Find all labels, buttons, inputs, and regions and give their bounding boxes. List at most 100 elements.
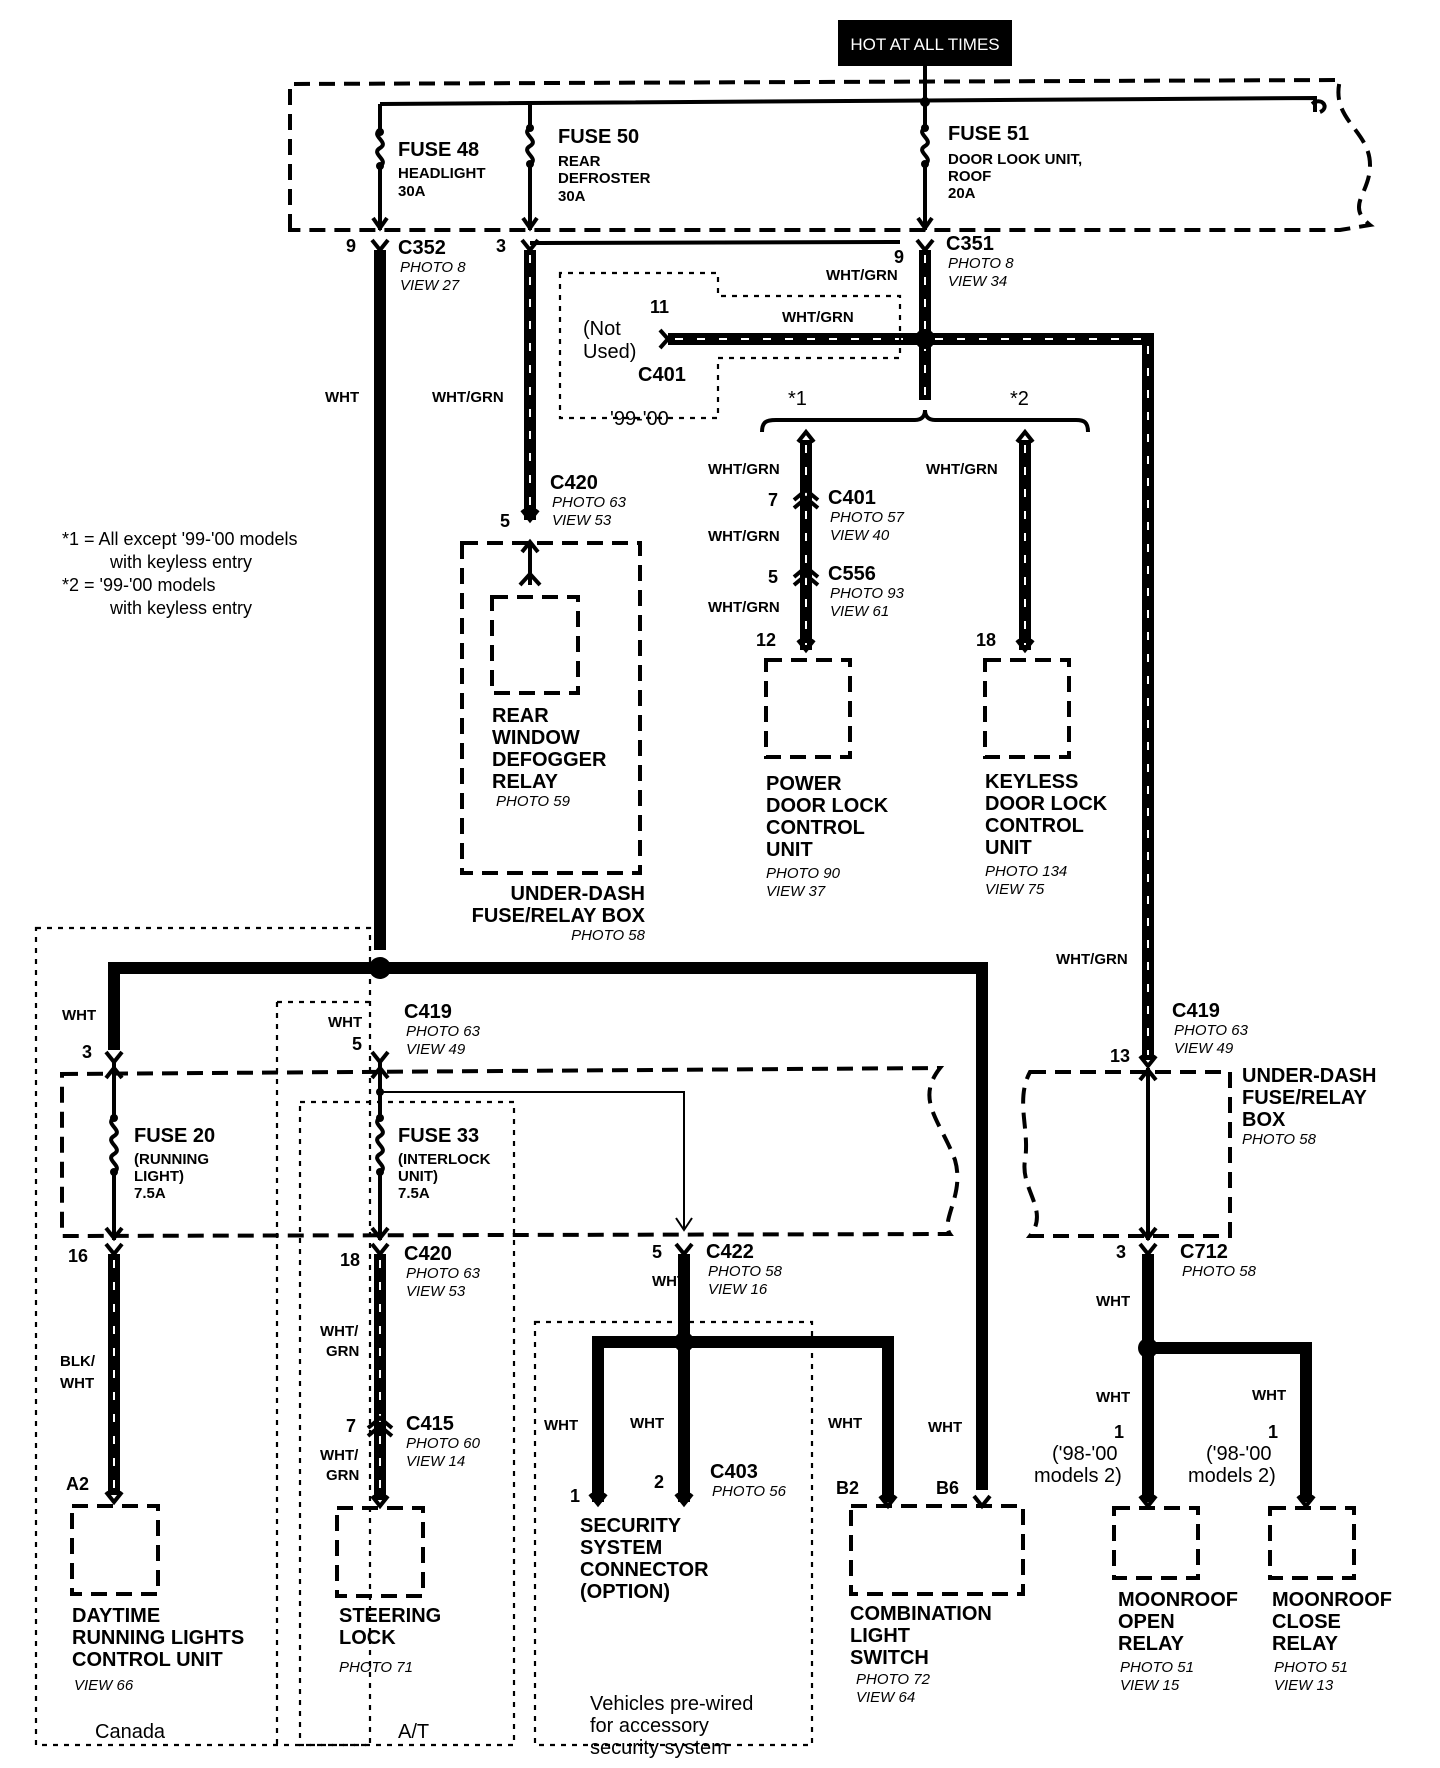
svg-text:PHOTO 72: PHOTO 72 xyxy=(856,1671,931,1688)
svg-text:RUNNING LIGHTS: RUNNING LIGHTS xyxy=(72,1627,244,1649)
daytime-running-lights-control-unit: A2 DAYTIME RUNNING LIGHTS CONTROL UNIT V… xyxy=(66,1474,244,1694)
svg-text:7.5A: 7.5A xyxy=(398,1185,430,1202)
svg-text:with keyless entry: with keyless entry xyxy=(109,598,252,618)
svg-text:30A: 30A xyxy=(558,188,586,205)
connector-c351: 9 C351 PHOTO 8 VIEW 34 WHT/GRN xyxy=(826,233,1014,290)
svg-text:HOT AT ALL TIMES: HOT AT ALL TIMES xyxy=(850,35,999,54)
wire-label-wht-3: WHT xyxy=(328,1014,362,1031)
keyless-door-lock-control-unit: 18 KEYLESS DOOR LOCK CONTROL UNIT PHOTO … xyxy=(976,630,1108,898)
svg-text:B6: B6 xyxy=(936,1478,959,1498)
svg-text:PHOTO 63: PHOTO 63 xyxy=(1174,1022,1249,1039)
svg-text:C352: C352 xyxy=(398,237,446,259)
svg-text:VIEW 49: VIEW 49 xyxy=(1174,1040,1234,1057)
svg-text:CONTROL: CONTROL xyxy=(985,815,1084,837)
label-canada: Canada xyxy=(95,1721,166,1743)
connector-c422: 5 C422 PHOTO 58 VIEW 16 xyxy=(652,1241,783,1298)
svg-text:CONTROL: CONTROL xyxy=(766,817,865,839)
svg-text:BOX: BOX xyxy=(1242,1109,1286,1131)
svg-text:PHOTO 71: PHOTO 71 xyxy=(339,1659,413,1676)
wire-label-wht-1: WHT xyxy=(325,389,359,406)
fuse-20: FUSE 20 (RUNNING LIGHT) 7.5A xyxy=(104,1062,215,1242)
svg-text:7: 7 xyxy=(768,490,778,510)
svg-text:PHOTO 8: PHOTO 8 xyxy=(948,255,1014,272)
svg-text:(RUNNING: (RUNNING xyxy=(134,1151,209,1168)
fuse-48: FUSE 48 HEADLIGHT 30A xyxy=(371,104,486,232)
svg-text:PHOTO 63: PHOTO 63 xyxy=(406,1265,481,1282)
svg-text:C419: C419 xyxy=(1172,1000,1220,1022)
svg-text:REAR: REAR xyxy=(492,705,549,727)
svg-text:*2 = '99-'00 models: *2 = '99-'00 models xyxy=(62,575,215,595)
svg-text:PHOTO 56: PHOTO 56 xyxy=(712,1483,787,1500)
svg-text:18: 18 xyxy=(340,1250,360,1270)
svg-text:20A: 20A xyxy=(948,185,976,202)
wire-wht-security-branch xyxy=(592,1336,894,1502)
wire-label-whtgrn-3: WHT/GRN xyxy=(708,528,780,545)
svg-text:POWER: POWER xyxy=(766,773,842,795)
svg-text:C422: C422 xyxy=(706,1241,754,1263)
svg-text:18: 18 xyxy=(976,630,996,650)
svg-text:9: 9 xyxy=(894,247,904,267)
svg-text:FUSE 50: FUSE 50 xyxy=(558,126,639,148)
svg-text:PHOTO 51: PHOTO 51 xyxy=(1120,1659,1194,1676)
top-fuse-box-outline xyxy=(288,77,1375,232)
c401-notused-area xyxy=(558,271,902,420)
svg-text:PHOTO 134: PHOTO 134 xyxy=(985,863,1067,880)
svg-text:REAR: REAR xyxy=(558,153,601,170)
svg-text:30A: 30A xyxy=(398,183,426,200)
svg-text:C415: C415 xyxy=(406,1413,454,1435)
svg-text:SECURITY: SECURITY xyxy=(580,1515,682,1537)
connector-c403: 1 2 C403 PHOTO 56 xyxy=(570,1461,787,1508)
svg-text:C420: C420 xyxy=(550,472,598,494)
svg-text:PHOTO 59: PHOTO 59 xyxy=(496,793,571,810)
svg-text:PHOTO 51: PHOTO 51 xyxy=(1274,1659,1348,1676)
svg-text:HEADLIGHT: HEADLIGHT xyxy=(398,165,486,182)
svg-text:7: 7 xyxy=(346,1416,356,1436)
svg-text:16: 16 xyxy=(68,1246,88,1266)
connector-c556: 5 C556 PHOTO 93 VIEW 61 xyxy=(768,563,905,620)
svg-text:with keyless entry: with keyless entry xyxy=(109,552,252,572)
svg-text:*1 = All except '99-'00 model: *1 = All except '99-'00 models xyxy=(62,529,298,549)
fuse-51: FUSE 51 DOOR LOOK UNIT, ROOF 20A xyxy=(916,66,1082,232)
svg-text:1: 1 xyxy=(1268,1422,1278,1442)
security-system-connector: SECURITY SYSTEM CONNECTOR (OPTION) xyxy=(580,1515,709,1603)
svg-text:2: 2 xyxy=(654,1472,664,1492)
svg-text:VIEW 75: VIEW 75 xyxy=(985,881,1045,898)
wire-label-whtgrn-4: WHT/GRN xyxy=(708,599,780,616)
svg-text:models 2): models 2) xyxy=(1034,1465,1122,1487)
svg-text:FUSE/RELAY BOX: FUSE/RELAY BOX xyxy=(472,905,646,927)
wire-label-wht-8: WHT xyxy=(828,1415,862,1432)
svg-text:WINDOW: WINDOW xyxy=(492,727,580,749)
hot-at-all-times-label: HOT AT ALL TIMES xyxy=(838,20,1012,66)
svg-text:PHOTO 58: PHOTO 58 xyxy=(708,1263,783,1280)
svg-text:DOOR LOCK: DOOR LOCK xyxy=(985,793,1108,815)
wire-wht-moonroof-close xyxy=(1148,1342,1312,1502)
svg-text:VIEW 15: VIEW 15 xyxy=(1120,1677,1180,1694)
svg-text:UNDER-DASH: UNDER-DASH xyxy=(1242,1065,1376,1087)
svg-text:WHT/GRN: WHT/GRN xyxy=(782,309,854,326)
fuse-33: FUSE 33 (INTERLOCK UNIT) 7.5A xyxy=(370,1062,693,1242)
svg-text:VIEW 61: VIEW 61 xyxy=(830,603,889,620)
svg-text:COMBINATION: COMBINATION xyxy=(850,1603,992,1625)
svg-text:LIGHT: LIGHT xyxy=(850,1625,910,1647)
svg-text:UNIT: UNIT xyxy=(766,839,813,861)
svg-text:FUSE 20: FUSE 20 xyxy=(134,1125,215,1147)
wire-label-blkwht-1: BLK/ xyxy=(60,1353,96,1370)
svg-text:STEERING: STEERING xyxy=(339,1605,441,1627)
svg-text:VIEW 49: VIEW 49 xyxy=(406,1041,466,1058)
connector-c415: 7 C415 PHOTO 60 VIEW 14 xyxy=(346,1413,481,1470)
svg-text:VIEW 53: VIEW 53 xyxy=(552,512,612,529)
svg-text:13: 13 xyxy=(1110,1046,1130,1066)
svg-text:PHOTO 63: PHOTO 63 xyxy=(406,1023,481,1040)
svg-text:C419: C419 xyxy=(404,1001,452,1023)
wire-label-whtgrn-7a: WHT/ xyxy=(320,1447,359,1464)
svg-text:FUSE/RELAY: FUSE/RELAY xyxy=(1242,1087,1368,1109)
svg-text:C420: C420 xyxy=(404,1243,452,1265)
splice-main-wht xyxy=(369,957,391,979)
wire-wht-main-splice xyxy=(108,962,988,1490)
svg-text:5: 5 xyxy=(352,1034,362,1054)
wire-label-wht-6: WHT xyxy=(544,1417,578,1434)
svg-text:LIGHT): LIGHT) xyxy=(134,1168,184,1185)
connector-c712: 3 C712 PHOTO 58 xyxy=(1116,1241,1257,1280)
svg-text:VIEW 16: VIEW 16 xyxy=(708,1281,768,1298)
